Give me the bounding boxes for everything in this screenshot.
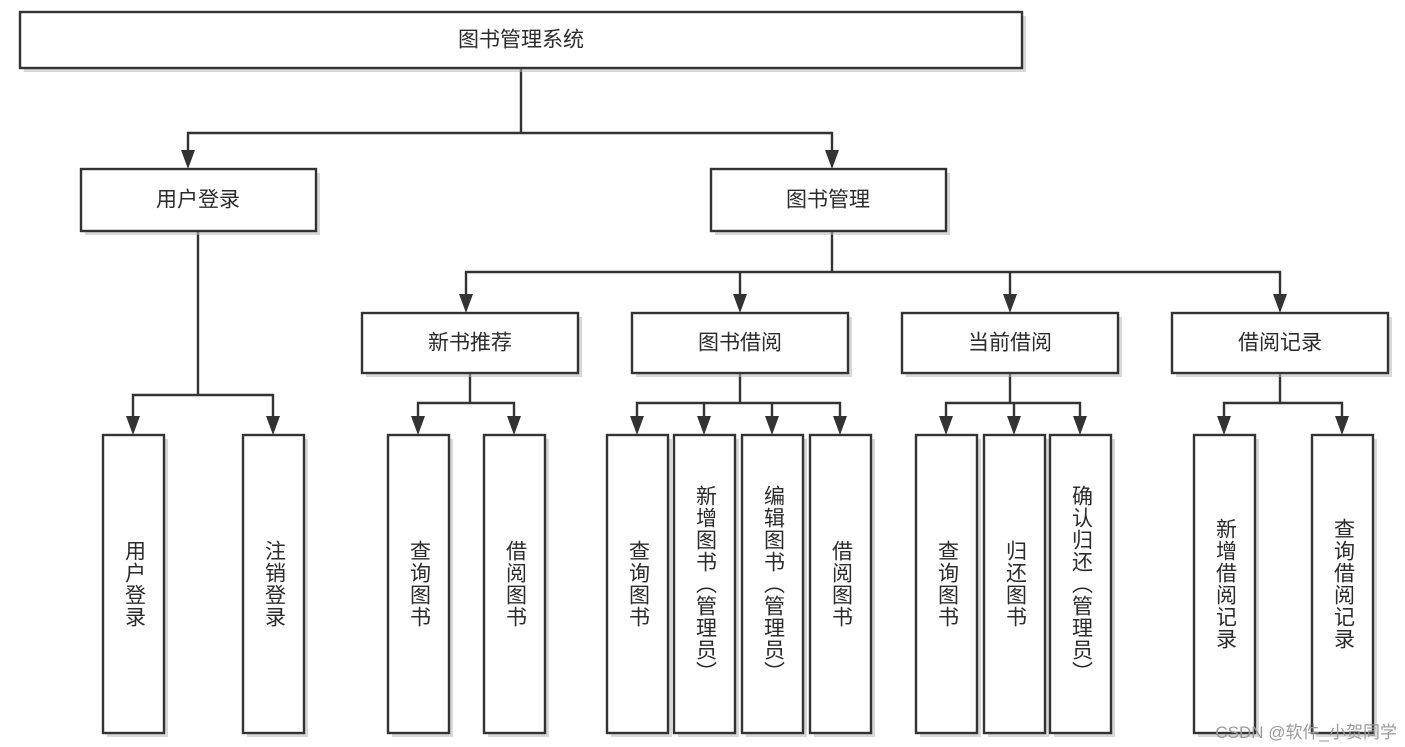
connector-group-userlogin-to-leaves (126, 231, 280, 435)
node-book-manage[interactable]: 图书管理 (709, 167, 950, 235)
leaf-label-borrowrecord-add: 新增借阅记录 (1213, 518, 1237, 650)
node-box (808, 433, 873, 735)
leaf-node-currentborrow-confirm[interactable]: 确认归还（管理员） (1048, 433, 1115, 737)
leaf-node-currentborrow-query[interactable]: 查询图书 (914, 433, 981, 737)
node-box (101, 433, 166, 735)
node-box (79, 167, 318, 233)
arrow-head-book-borrow-leaf-3 (765, 416, 779, 435)
arrow-head-book-borrow-leaf-1 (630, 416, 644, 435)
node-box (1192, 433, 1257, 735)
node-box (241, 433, 306, 735)
connector-user-login-split (131, 231, 275, 423)
leaf-label-borrowrecord-query: 查询借阅记录 (1331, 518, 1355, 650)
connector-group-root-to-level2 (181, 66, 839, 169)
connector-current-borrow-split (944, 373, 1082, 423)
arrow-head-to-current-borrow (1003, 294, 1017, 313)
leaf-label-bookborrow-borrow: 借阅图书 (829, 540, 853, 628)
node-label-borrow-record: 借阅记录 (1238, 332, 1322, 355)
arrow-head-user-login-leaf-2 (266, 416, 280, 435)
arrow-head-new-book-leaf-1 (411, 416, 425, 435)
node-label-book-manage: 图书管理 (786, 189, 870, 212)
connector-book-borrow-split (635, 373, 842, 423)
leaf-node-bookborrow-query[interactable]: 查询图书 (605, 433, 672, 737)
node-label-root-system: 图书管理系统 (458, 29, 584, 52)
leaf-node-bookborrow-add[interactable]: 新增图书（管理员） (672, 433, 739, 737)
node-borrow-record[interactable]: 借阅记录 (1170, 311, 1392, 377)
node-box (740, 433, 805, 735)
arrow-head-to-book-manage (825, 150, 839, 169)
connector-borrow-record-split (1222, 373, 1344, 423)
node-box (709, 167, 948, 233)
connector-book-manage-split (464, 231, 1282, 302)
arrow-head-borrow-record-leaf-1 (1217, 416, 1231, 435)
arrow-head-to-borrow-record (1273, 294, 1287, 313)
leaf-label-currentborrow-return: 归还图书 (1003, 540, 1027, 628)
node-box (18, 10, 1024, 70)
connector-group-borrowrecord-to-leaves (1217, 373, 1349, 435)
connector-group-newbook-to-leaves (411, 373, 521, 435)
leaf-node-bookborrow-borrow[interactable]: 借阅图书 (808, 433, 875, 737)
leaf-label-bookborrow-add: 新增图书（管理员） (693, 485, 717, 683)
arrow-head-book-borrow-leaf-2 (697, 416, 711, 435)
node-box (605, 433, 670, 735)
leaf-label-currentborrow-query: 查询图书 (935, 540, 959, 628)
node-box (982, 433, 1047, 735)
node-box (360, 311, 580, 375)
node-box (672, 433, 737, 735)
node-user-login[interactable]: 用户登录 (79, 167, 320, 235)
connector-root-split (186, 66, 834, 159)
node-box (386, 433, 451, 735)
leaf-node-borrowrecord-add[interactable]: 新增借阅记录 (1192, 433, 1259, 737)
connector-new-book-split (416, 373, 516, 423)
connector-group-currentborrow-to-leaves (939, 373, 1087, 435)
node-box (1310, 433, 1375, 735)
arrow-head-to-user-login (181, 150, 195, 169)
leaf-label-user-login-login: 用户登录 (122, 540, 146, 628)
arrow-head-book-borrow-leaf-4 (833, 416, 847, 435)
leaf-label-user-login-logout: 注销登录 (262, 540, 286, 628)
arrow-head-new-book-leaf-2 (507, 416, 521, 435)
node-label-current-borrow: 当前借阅 (968, 332, 1052, 355)
leaf-label-bookborrow-query: 查询图书 (626, 540, 650, 628)
leaf-label-bookborrow-edit: 编辑图书（管理员） (761, 485, 785, 683)
leaf-node-newbook-query[interactable]: 查询图书 (386, 433, 453, 737)
node-book-borrow[interactable]: 图书借阅 (630, 311, 852, 377)
arrow-head-current-borrow-leaf-3 (1073, 416, 1087, 435)
connector-group-booklmanage-to-level3 (459, 231, 1287, 313)
node-new-book-recommend[interactable]: 新书推荐 (360, 311, 582, 377)
leaf-node-user-login-login[interactable]: 用户登录 (101, 433, 168, 737)
node-box (630, 311, 850, 375)
node-box (1170, 311, 1390, 375)
node-label-user-login: 用户登录 (156, 189, 240, 212)
leaf-node-currentborrow-return[interactable]: 归还图书 (982, 433, 1049, 737)
node-box (914, 433, 979, 735)
node-label-book-borrow: 图书借阅 (698, 332, 782, 355)
arrow-head-current-borrow-leaf-1 (939, 416, 953, 435)
arrow-head-current-borrow-leaf-2 (1007, 416, 1021, 435)
leaf-node-bookborrow-edit[interactable]: 编辑图书（管理员） (740, 433, 807, 737)
connector-group-bookborrow-to-leaves (630, 373, 847, 435)
arrow-head-to-book-borrow (733, 294, 747, 313)
node-box (1048, 433, 1113, 735)
node-root-system[interactable]: 图书管理系统 (18, 10, 1026, 72)
node-box (482, 433, 547, 735)
node-box (900, 311, 1120, 375)
leaf-label-newbook-query: 查询图书 (407, 540, 431, 628)
leaf-label-currentborrow-confirm: 确认归还（管理员） (1069, 485, 1093, 683)
arrow-head-user-login-leaf-1 (126, 416, 140, 435)
leaf-node-borrowrecord-query[interactable]: 查询借阅记录 (1310, 433, 1377, 737)
leaf-node-newbook-borrow[interactable]: 借阅图书 (482, 433, 549, 737)
node-current-borrow[interactable]: 当前借阅 (900, 311, 1122, 377)
leaf-label-newbook-borrow: 借阅图书 (503, 540, 527, 628)
leaf-node-user-login-logout[interactable]: 注销登录 (241, 433, 308, 737)
arrow-head-to-new-book (459, 294, 473, 313)
node-label-new-book-recommend: 新书推荐 (428, 332, 512, 355)
arrow-head-borrow-record-leaf-2 (1335, 416, 1349, 435)
